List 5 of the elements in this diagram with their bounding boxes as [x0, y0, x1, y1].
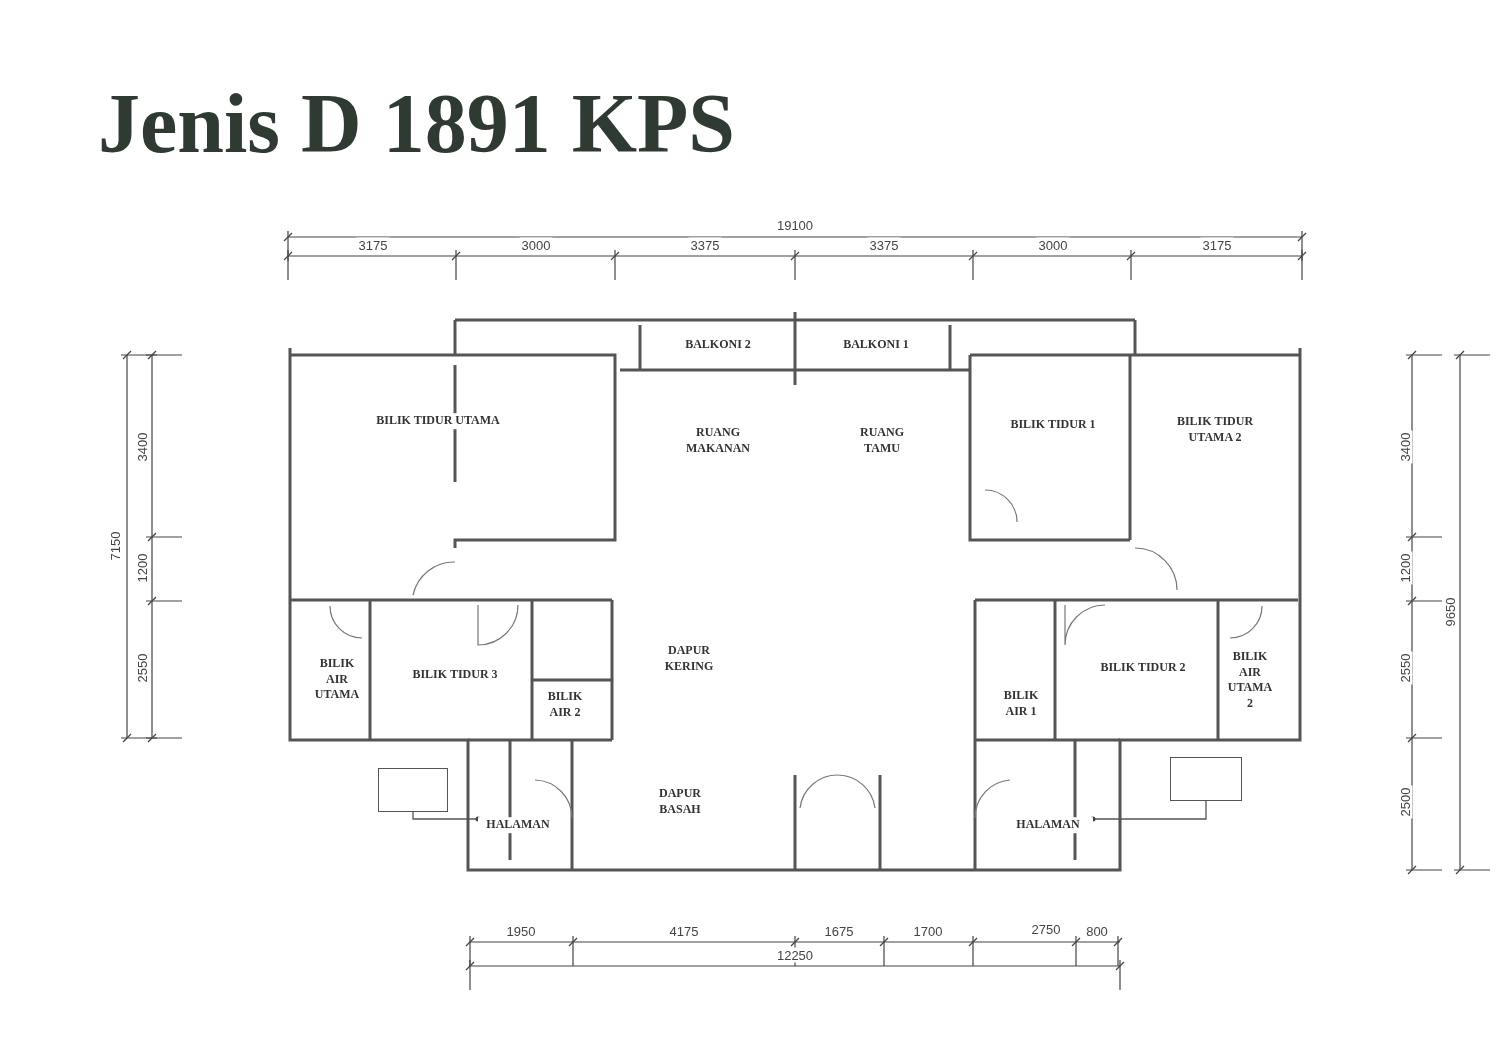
plan-title: Jenis D 1891 KPS	[98, 82, 736, 166]
leader-line	[412, 811, 481, 822]
ledge-box	[1170, 757, 1242, 801]
leader-line	[1090, 800, 1207, 822]
ledge-box	[378, 768, 448, 812]
